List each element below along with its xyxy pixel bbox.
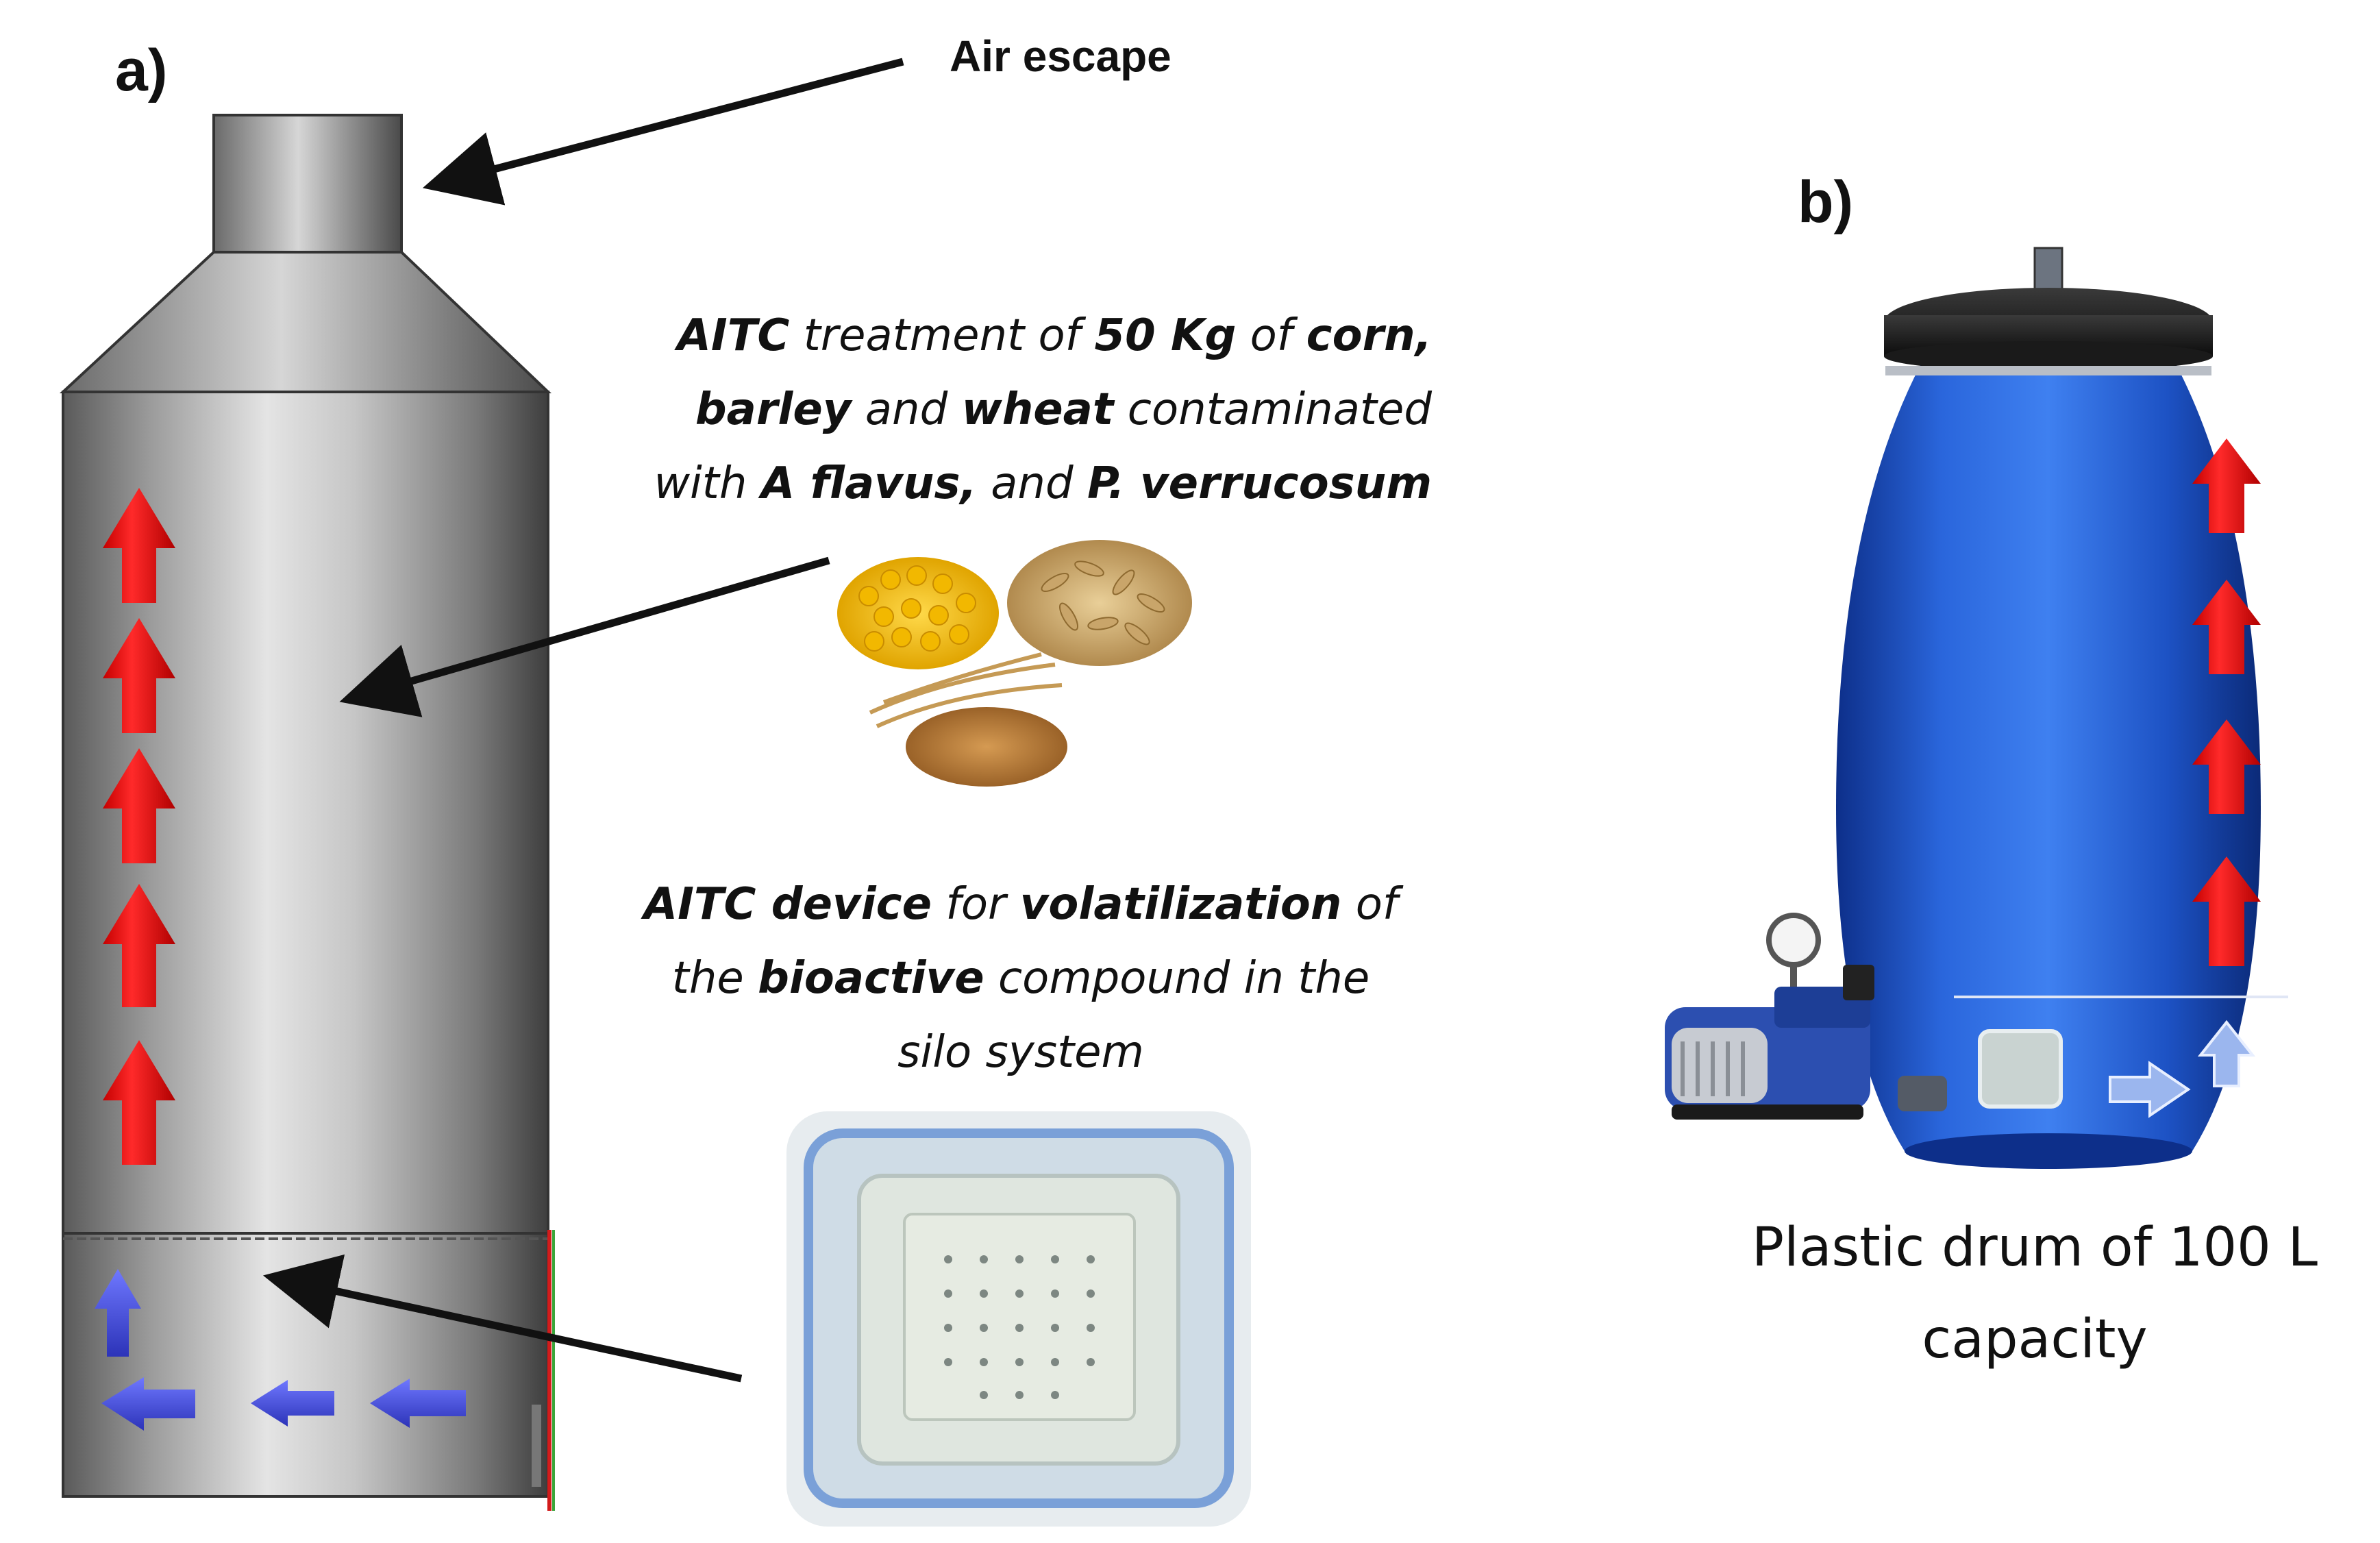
inflow-arrow-left-3 [370,1379,466,1428]
text-segment: A flavus, [760,458,977,509]
panel-label-b: b) [1798,169,1854,235]
upflow-arrow-5 [103,1040,175,1165]
text-segment: bioactive [758,953,984,1004]
text-segment: and [976,458,1087,509]
drum-body [1836,356,2261,1151]
text-segment: P. verrucosum [1087,458,1432,509]
drum-upflow-arrow-4 [2192,856,2261,966]
panel-label-a: a) [115,38,168,103]
drum-caption-line-2: capacity [1922,1309,2148,1370]
pointer-arrow-device [262,1254,743,1383]
inflow-arrow-up [95,1269,141,1357]
silo-cone [59,251,551,393]
upflow-arrow-4 [103,884,175,1007]
treatment-description: AITC treatment of 50 Kg of corn, barley … [521,299,1432,521]
text-segment: for [932,879,1020,930]
vacuum-pump-icon [1665,913,1874,1120]
drum-upflow-arrow-3 [2192,719,2261,814]
text-segment: contaminated [1113,384,1432,435]
drum-inflow-arrows [2109,1020,2256,1118]
upflow-arrows [103,488,175,1165]
device-description: AITC device for volatilization of the bi… [562,867,1480,1089]
drum-caption: Plastic drum of 100 L capacity [1692,1202,2377,1385]
drum-inflow-arrow-up [2197,1020,2256,1087]
device-line-3: silo system [562,1015,1480,1089]
inflow-arrow-left-2 [251,1380,334,1427]
text-segment: AITC [677,310,790,361]
upflow-arrow-3 [103,748,175,863]
silo-base [62,1232,549,1498]
text-segment: silo system [897,1027,1144,1078]
drum-upflow-arrow-2 [2192,580,2261,674]
pointer-arrow-air-escape [422,58,904,206]
drum-upflow-arrows [2192,439,2261,966]
treatment-line-3: with A flavus, and P. verrucosum [521,447,1432,521]
upflow-arrow-1 [103,488,175,603]
inflow-arrow-left-1 [101,1377,195,1431]
drum-upflow-arrow-1 [2192,439,2261,533]
perforated-container-icon [786,1111,1251,1527]
text-segment: 50 Kg [1094,310,1237,361]
text-segment: compound in the [984,953,1370,1004]
text-segment: and [851,384,962,435]
text-segment: treatment of [789,310,1095,361]
plastic-drum [1836,247,2288,1169]
air-escape-label: Air escape [950,32,1172,81]
text-segment: wheat [961,384,1114,435]
text-segment: volatilization [1019,879,1342,930]
text-segment: barley [695,384,852,435]
pointer-arrow-treatment [339,556,830,717]
text-segment: with [654,458,761,509]
upflow-arrow-2 [103,618,175,733]
text-segment: of [1341,879,1398,930]
device-line-1: AITC device for volatilization of [562,867,1480,941]
text-segment: AITC device [643,879,932,930]
treatment-line-2: barley and wheat contaminated [521,373,1432,447]
text-segment: of [1236,310,1306,361]
drum-inflow-arrow-right [2109,1061,2191,1118]
text-segment: the [671,953,758,1004]
text-segment: corn, [1306,310,1432,361]
drum-caption-line-1: Plastic drum of 100 L [1752,1217,2318,1279]
drum-outlet-pipe [1898,1076,1947,1111]
inflow-arrows [95,1269,466,1431]
device-line-2: the bioactive compound in the [562,941,1480,1015]
grain-pile-icon [837,540,1192,787]
treatment-line-1: AITC treatment of 50 Kg of corn, [521,299,1432,373]
pointer-arrows [262,58,904,1383]
silo-chimney [212,114,403,254]
